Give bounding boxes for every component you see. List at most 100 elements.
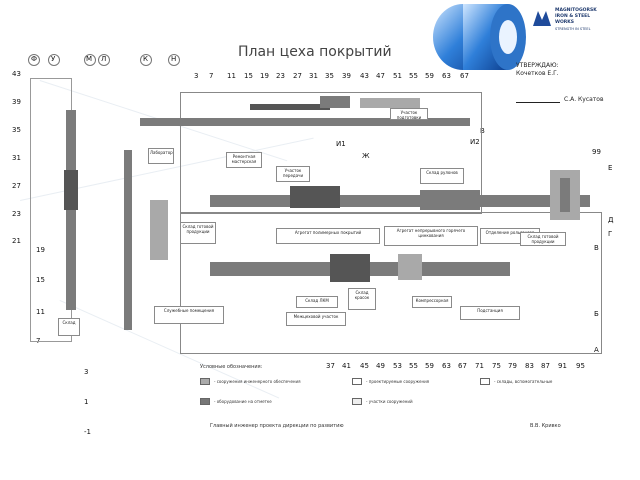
- axis-label-top-letter: М: [86, 55, 93, 63]
- axis-top-number: 63: [442, 72, 451, 80]
- axis-left-number: 19: [36, 246, 45, 254]
- axis-circle-u: [48, 54, 60, 66]
- legend-swatch: [200, 378, 210, 385]
- axis-top-number: 19: [260, 72, 269, 80]
- box-store-coils: Склад рулонов: [420, 168, 464, 184]
- axis-left-number: 23: [12, 210, 21, 218]
- lower-equipment-block: [330, 254, 370, 282]
- axis-top-number: 55: [409, 72, 418, 80]
- axis-top-number: 51: [393, 72, 402, 80]
- axis-bottom-number: 71: [475, 362, 484, 370]
- upper-process-line: [140, 118, 470, 126]
- lower-equipment-block: [398, 254, 422, 280]
- axis-right-letter: Г: [608, 230, 613, 238]
- mmk-emblem-icon: [532, 8, 552, 28]
- right-equipment-inner: [560, 178, 570, 212]
- middle-equipment-block: [290, 186, 340, 208]
- box-agregat-zinc: Агрегат непрерывного горячего цинкования: [384, 226, 478, 246]
- box-zone-prep: Участок подготовки: [390, 108, 428, 120]
- zone-label-99: 99: [592, 148, 601, 156]
- axis-bottom-number: 67: [458, 362, 467, 370]
- axis-left-number: 43: [12, 70, 21, 78]
- axis-left-number: 39: [12, 98, 21, 106]
- box-paint: Склад красок: [348, 288, 376, 310]
- axis-bottom-number: 95: [576, 362, 585, 370]
- left-equipment: [150, 200, 168, 260]
- left-vertical-block: [64, 170, 78, 210]
- signature-line: [516, 102, 560, 103]
- axis-bottom-number: 79: [508, 362, 517, 370]
- axis-label-top-letter: У: [51, 55, 56, 63]
- legend-item: - оборудование на отметке: [214, 399, 272, 404]
- legend-footer-left: Главный инженер проекта дирекции по разв…: [210, 423, 344, 429]
- box-agregat-polymer: Агрегат полимерных покрытий: [276, 228, 380, 244]
- box-offices: Служебные помещения: [154, 306, 224, 324]
- axis-right-letter: В: [480, 127, 485, 135]
- company-name: MAGNITOGORSK IRON & STEEL WORKS STRENGTH…: [555, 8, 597, 31]
- zone-label-i2: И2: [470, 138, 480, 146]
- upper-equipment-block: [360, 98, 420, 108]
- axis-left-number: 15: [36, 276, 45, 284]
- legend-swatch: [200, 398, 210, 405]
- axis-left-number: 1: [84, 398, 89, 406]
- axis-circle-n: [168, 54, 180, 66]
- legend-item: - сооружения инженерного обеспечения: [214, 379, 301, 384]
- axis-left-number: 21: [12, 237, 21, 245]
- axis-label-top-letter: Ф: [31, 55, 38, 63]
- legend-item: - участки сооружений: [366, 399, 413, 404]
- axis-circle-m: [84, 54, 96, 66]
- left-vertical-line: [124, 150, 132, 330]
- approval-name-left: Кочетков Е.Г.: [516, 70, 559, 77]
- axis-bottom-number: 87: [541, 362, 550, 370]
- axis-top-number: 11: [227, 72, 236, 80]
- axis-right-letter: В: [594, 244, 599, 252]
- box-store-right: Склад готовой продукции: [520, 232, 566, 246]
- legend-item: - проектируемые сооружения: [366, 379, 430, 384]
- box-transfer: Участок передачи: [276, 166, 310, 182]
- zone-label-zh: Ж: [362, 152, 370, 160]
- upper-line-segment: [250, 104, 330, 110]
- approval-header: УТВЕРЖДАЮ:: [516, 62, 559, 69]
- axis-right-letter: Е: [608, 164, 613, 172]
- axis-top-number: 67: [460, 72, 469, 80]
- axis-circle-l: [98, 54, 110, 66]
- axis-left-number: 11: [36, 308, 45, 316]
- building-outline-top: [180, 92, 482, 214]
- axis-left-number: 27: [12, 182, 21, 190]
- axis-left-number: -1: [84, 428, 91, 436]
- coil-logo-image: [428, 2, 528, 72]
- box-compressor: Компрессорная: [412, 296, 452, 308]
- left-vertical-line: [66, 110, 76, 310]
- axis-bottom-number: 91: [558, 362, 567, 370]
- legend-swatch: [480, 378, 490, 385]
- axis-bottom-number: 63: [442, 362, 451, 370]
- box-substation: Подстанция: [460, 306, 520, 320]
- building-outline-bottom: [180, 212, 602, 354]
- legend-item: - склады, вспомогательные: [494, 379, 553, 384]
- box-laboratory: Лаборатория: [148, 148, 174, 164]
- legend-swatch: [352, 378, 362, 385]
- axis-left-number: 3: [84, 368, 89, 376]
- axis-circle-f: [28, 54, 40, 66]
- legend-footer-right: В.В. Кривко: [530, 423, 561, 429]
- axis-bottom-number: 53: [393, 362, 402, 370]
- axis-top-number: 7: [209, 72, 214, 80]
- axis-top-number: 35: [325, 72, 334, 80]
- axis-right-letter: Б: [594, 310, 599, 318]
- axis-bottom-number: 83: [525, 362, 534, 370]
- axis-top-number: 27: [293, 72, 302, 80]
- box-storage-left: Склад: [58, 318, 80, 336]
- axis-top-number: 31: [309, 72, 318, 80]
- axis-right-letter: Д: [608, 216, 614, 224]
- legend-title: Условные обозначения:: [200, 364, 263, 370]
- axis-top-number: 3: [194, 72, 199, 80]
- page-title: План цеха покрытий: [238, 44, 392, 60]
- axis-top-number: 39: [342, 72, 351, 80]
- axis-label-top-letter: Н: [171, 55, 177, 63]
- axis-right-letter: А: [594, 346, 599, 354]
- axis-bottom-number: 37: [326, 362, 335, 370]
- axis-bottom-number: 49: [376, 362, 385, 370]
- axis-top-number: 23: [276, 72, 285, 80]
- axis-bottom-number: 59: [425, 362, 434, 370]
- axis-circle-k: [140, 54, 152, 66]
